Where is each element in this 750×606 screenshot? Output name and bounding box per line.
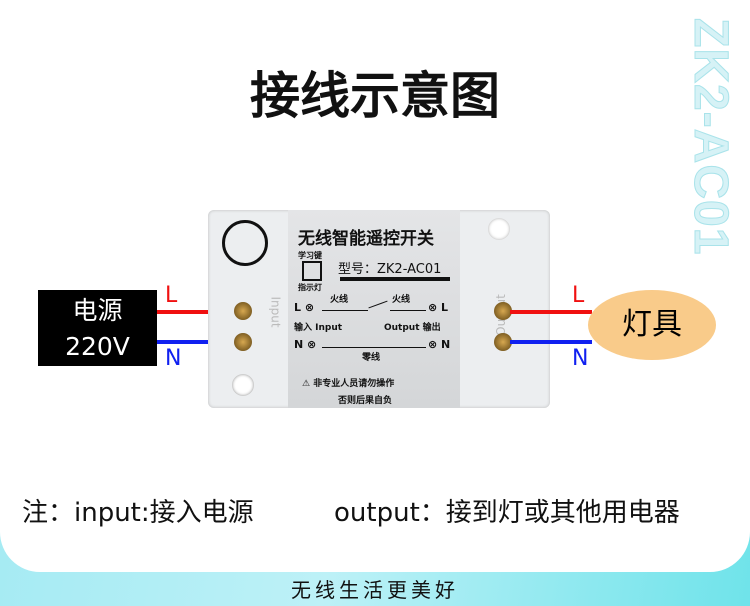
input-label: 输入 Input: [294, 323, 343, 333]
output-n-label: N: [572, 346, 589, 371]
source-voltage: 220V: [65, 332, 130, 361]
learn-button-icon: [302, 261, 322, 281]
live-wire-label-in: 火线: [330, 295, 349, 305]
output-l-label: L: [572, 283, 585, 308]
input-neutral-wire: [157, 340, 243, 344]
side-input-label: Input: [268, 296, 283, 328]
lamp: 灯具: [588, 290, 716, 360]
switch-symbol: [368, 300, 388, 309]
input-n-label: N: [165, 346, 182, 371]
output-l-terminal: [494, 302, 512, 320]
note-input: 注：input:接入电源: [22, 498, 254, 528]
screw-hole: [232, 374, 254, 396]
source-label: 电源: [72, 296, 123, 325]
hanging-hole-icon: [222, 220, 268, 266]
page-title: 接线示意图: [250, 67, 500, 125]
input-n-terminal: [234, 333, 252, 351]
watermark: ZK2-AC01: [684, 18, 738, 256]
warning-text-2: 否则后果自负: [338, 396, 393, 406]
neutral-wire-label: 零线: [362, 353, 381, 363]
output-label: Output 输出: [384, 323, 441, 333]
input-l-label: L: [165, 283, 178, 308]
input-live-wire: [157, 310, 243, 314]
device-name: 无线智能遥控开关: [298, 229, 434, 249]
note-output: output：接到灯或其他用电器: [334, 498, 680, 528]
output-neutral-wire: [510, 340, 592, 344]
slogan: 无线生活更美好: [291, 578, 459, 602]
output-n-terminal: [494, 333, 512, 351]
live-wire-label-out: 火线: [392, 295, 411, 305]
model-number: 型号：ZK2-AC01: [338, 262, 442, 277]
device-label-plate: 无线智能遥控开关 学习键 指示灯 型号：ZK2-AC01 L ⊗ 火线 火线 ⊗…: [288, 210, 460, 408]
power-source: 电源 220V: [38, 290, 157, 366]
input-l-terminal: [234, 302, 252, 320]
output-live-wire: [510, 310, 592, 314]
screw-hole: [488, 218, 510, 240]
indicator-label: 指示灯: [298, 283, 322, 292]
learn-key-label: 学习键: [298, 251, 322, 260]
divider: [340, 277, 450, 281]
warning-text-1: 非专业人员请勿操作: [313, 379, 395, 389]
